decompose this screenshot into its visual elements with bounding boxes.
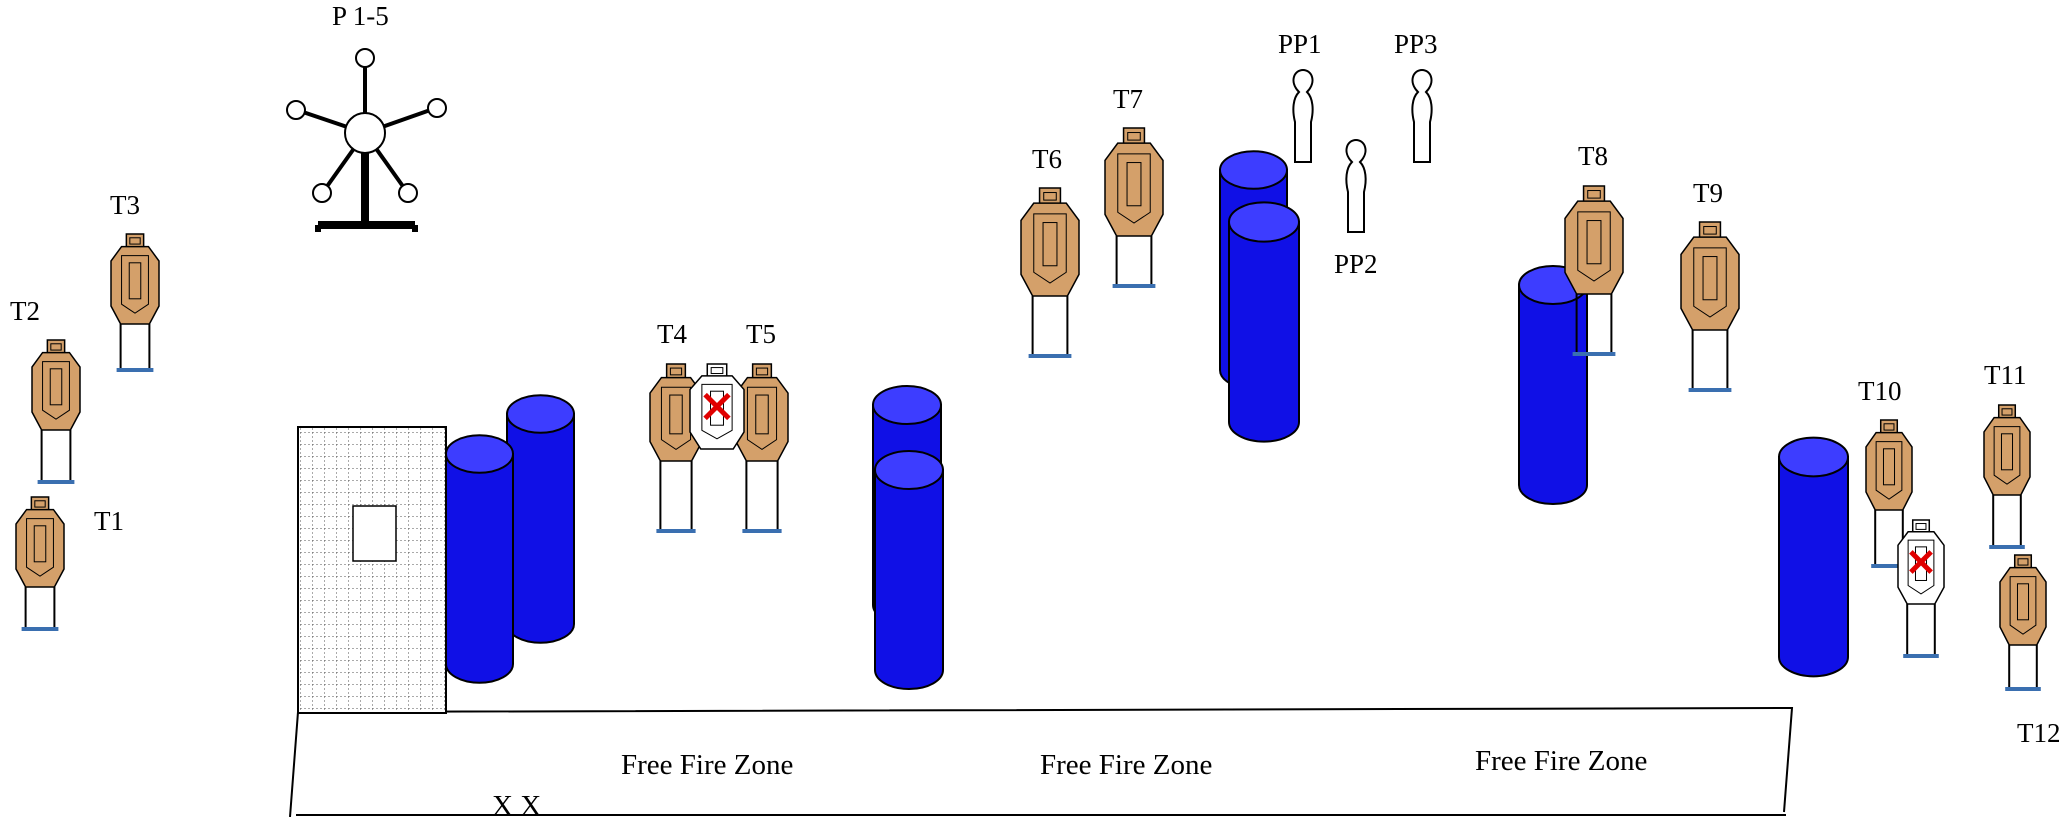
popper-label-pp3: PP3 [1394,29,1438,59]
targets [15,127,2047,691]
barrel-1 [506,394,575,644]
target-label-t1: T1 [94,506,124,536]
target-label-t12: T12 [2017,718,2061,748]
barrels [445,150,1849,691]
zone-label-left: Free Fire Zone [621,749,793,781]
target-label-t11: T11 [1984,360,2027,390]
zone-label-right: Free Fire Zone [1475,745,1647,777]
popper-icon-pp3 [1411,68,1433,163]
target-label-t10: T10 [1858,376,1902,406]
no-shoot-target-1 [689,363,745,450]
shoot-target-t10 [1865,419,1913,568]
popper-icon-pp1 [1292,68,1314,163]
wall-window [352,505,397,562]
shoot-target-t4 [649,363,703,533]
target-label-t6: T6 [1032,144,1062,174]
shoot-target-t1 [15,496,65,631]
target-label-t7: T7 [1113,84,1143,114]
shoot-target-t6 [1020,187,1080,358]
barrel-8 [1778,436,1849,678]
target-label-t2: T2 [10,296,40,326]
target-label-t3: T3 [110,190,140,220]
fault-line-box [289,706,1794,817]
no-shoot-targets [689,363,1945,658]
target-label-t5: T5 [746,319,776,349]
barrel-4 [874,449,944,691]
barrel-6 [1228,201,1300,443]
shoot-target-t9 [1680,221,1740,392]
plate-rack-icon [286,48,447,232]
shoot-target-t11 [1983,404,2031,549]
popper-label-pp1: PP1 [1278,29,1322,59]
target-label-t4: T4 [657,319,687,349]
shoot-target-t12 [1999,554,2047,691]
shoot-target-t5 [735,363,789,533]
poppers [1292,68,1433,233]
shoot-target-t2 [31,339,81,484]
barrel-2 [445,434,514,684]
popper-label-pp2: PP2 [1334,249,1378,279]
no-shoot-target-2 [1897,519,1945,658]
shoot-target-t3 [110,233,160,372]
shoot-target-t7 [1104,127,1164,288]
target-label-t8: T8 [1578,141,1608,171]
zone-label-center: Free Fire Zone [1040,749,1212,781]
shoot-target-t8 [1564,185,1624,356]
popper-icon-pp2 [1345,138,1367,233]
plate-rack-label: P 1-5 [332,1,389,31]
start-position-marks: X X [492,790,541,817]
target-label-t9: T9 [1693,178,1723,208]
mesh-wall [297,426,447,714]
